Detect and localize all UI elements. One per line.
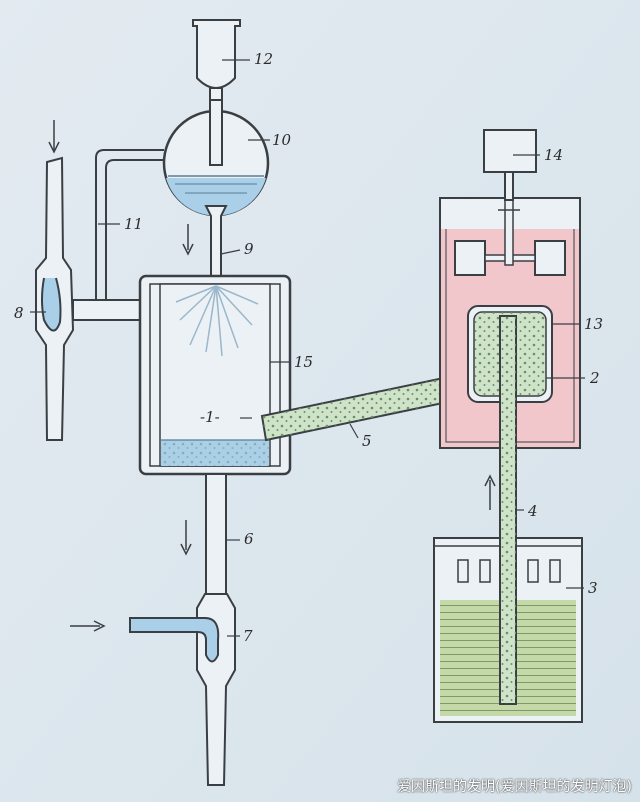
label-9: 9 [244, 240, 254, 258]
flow-arrows [70, 224, 496, 632]
label-6: 6 [244, 530, 254, 548]
label-3: 3 [588, 579, 598, 597]
tube-6 [205, 473, 227, 595]
label-5: 5 [362, 432, 372, 450]
label-2: 2 [589, 369, 600, 387]
chamber-1 [138, 274, 292, 476]
label-11: 11 [124, 215, 143, 233]
device-7 [129, 593, 236, 786]
tube-4 [499, 315, 517, 705]
label-15: 15 [294, 353, 313, 371]
label-13: 13 [584, 315, 603, 333]
label-12: 12 [254, 50, 273, 68]
motor-14 [483, 129, 537, 201]
label-1: -1- [200, 408, 220, 426]
label-7: 7 [243, 627, 253, 645]
leader-lines [30, 59, 585, 637]
watermark-caption: 爱因斯坦的发明(爱因斯坦的发明灯泡) [397, 779, 632, 795]
pipe-11 [95, 149, 164, 300]
inlet-device-8 [35, 120, 75, 441]
label-14: 14 [544, 146, 563, 164]
label-4: 4 [527, 502, 538, 520]
label-10: 10 [272, 131, 292, 149]
sphere-flask-10 [162, 99, 270, 217]
label-8: 8 [14, 304, 24, 322]
